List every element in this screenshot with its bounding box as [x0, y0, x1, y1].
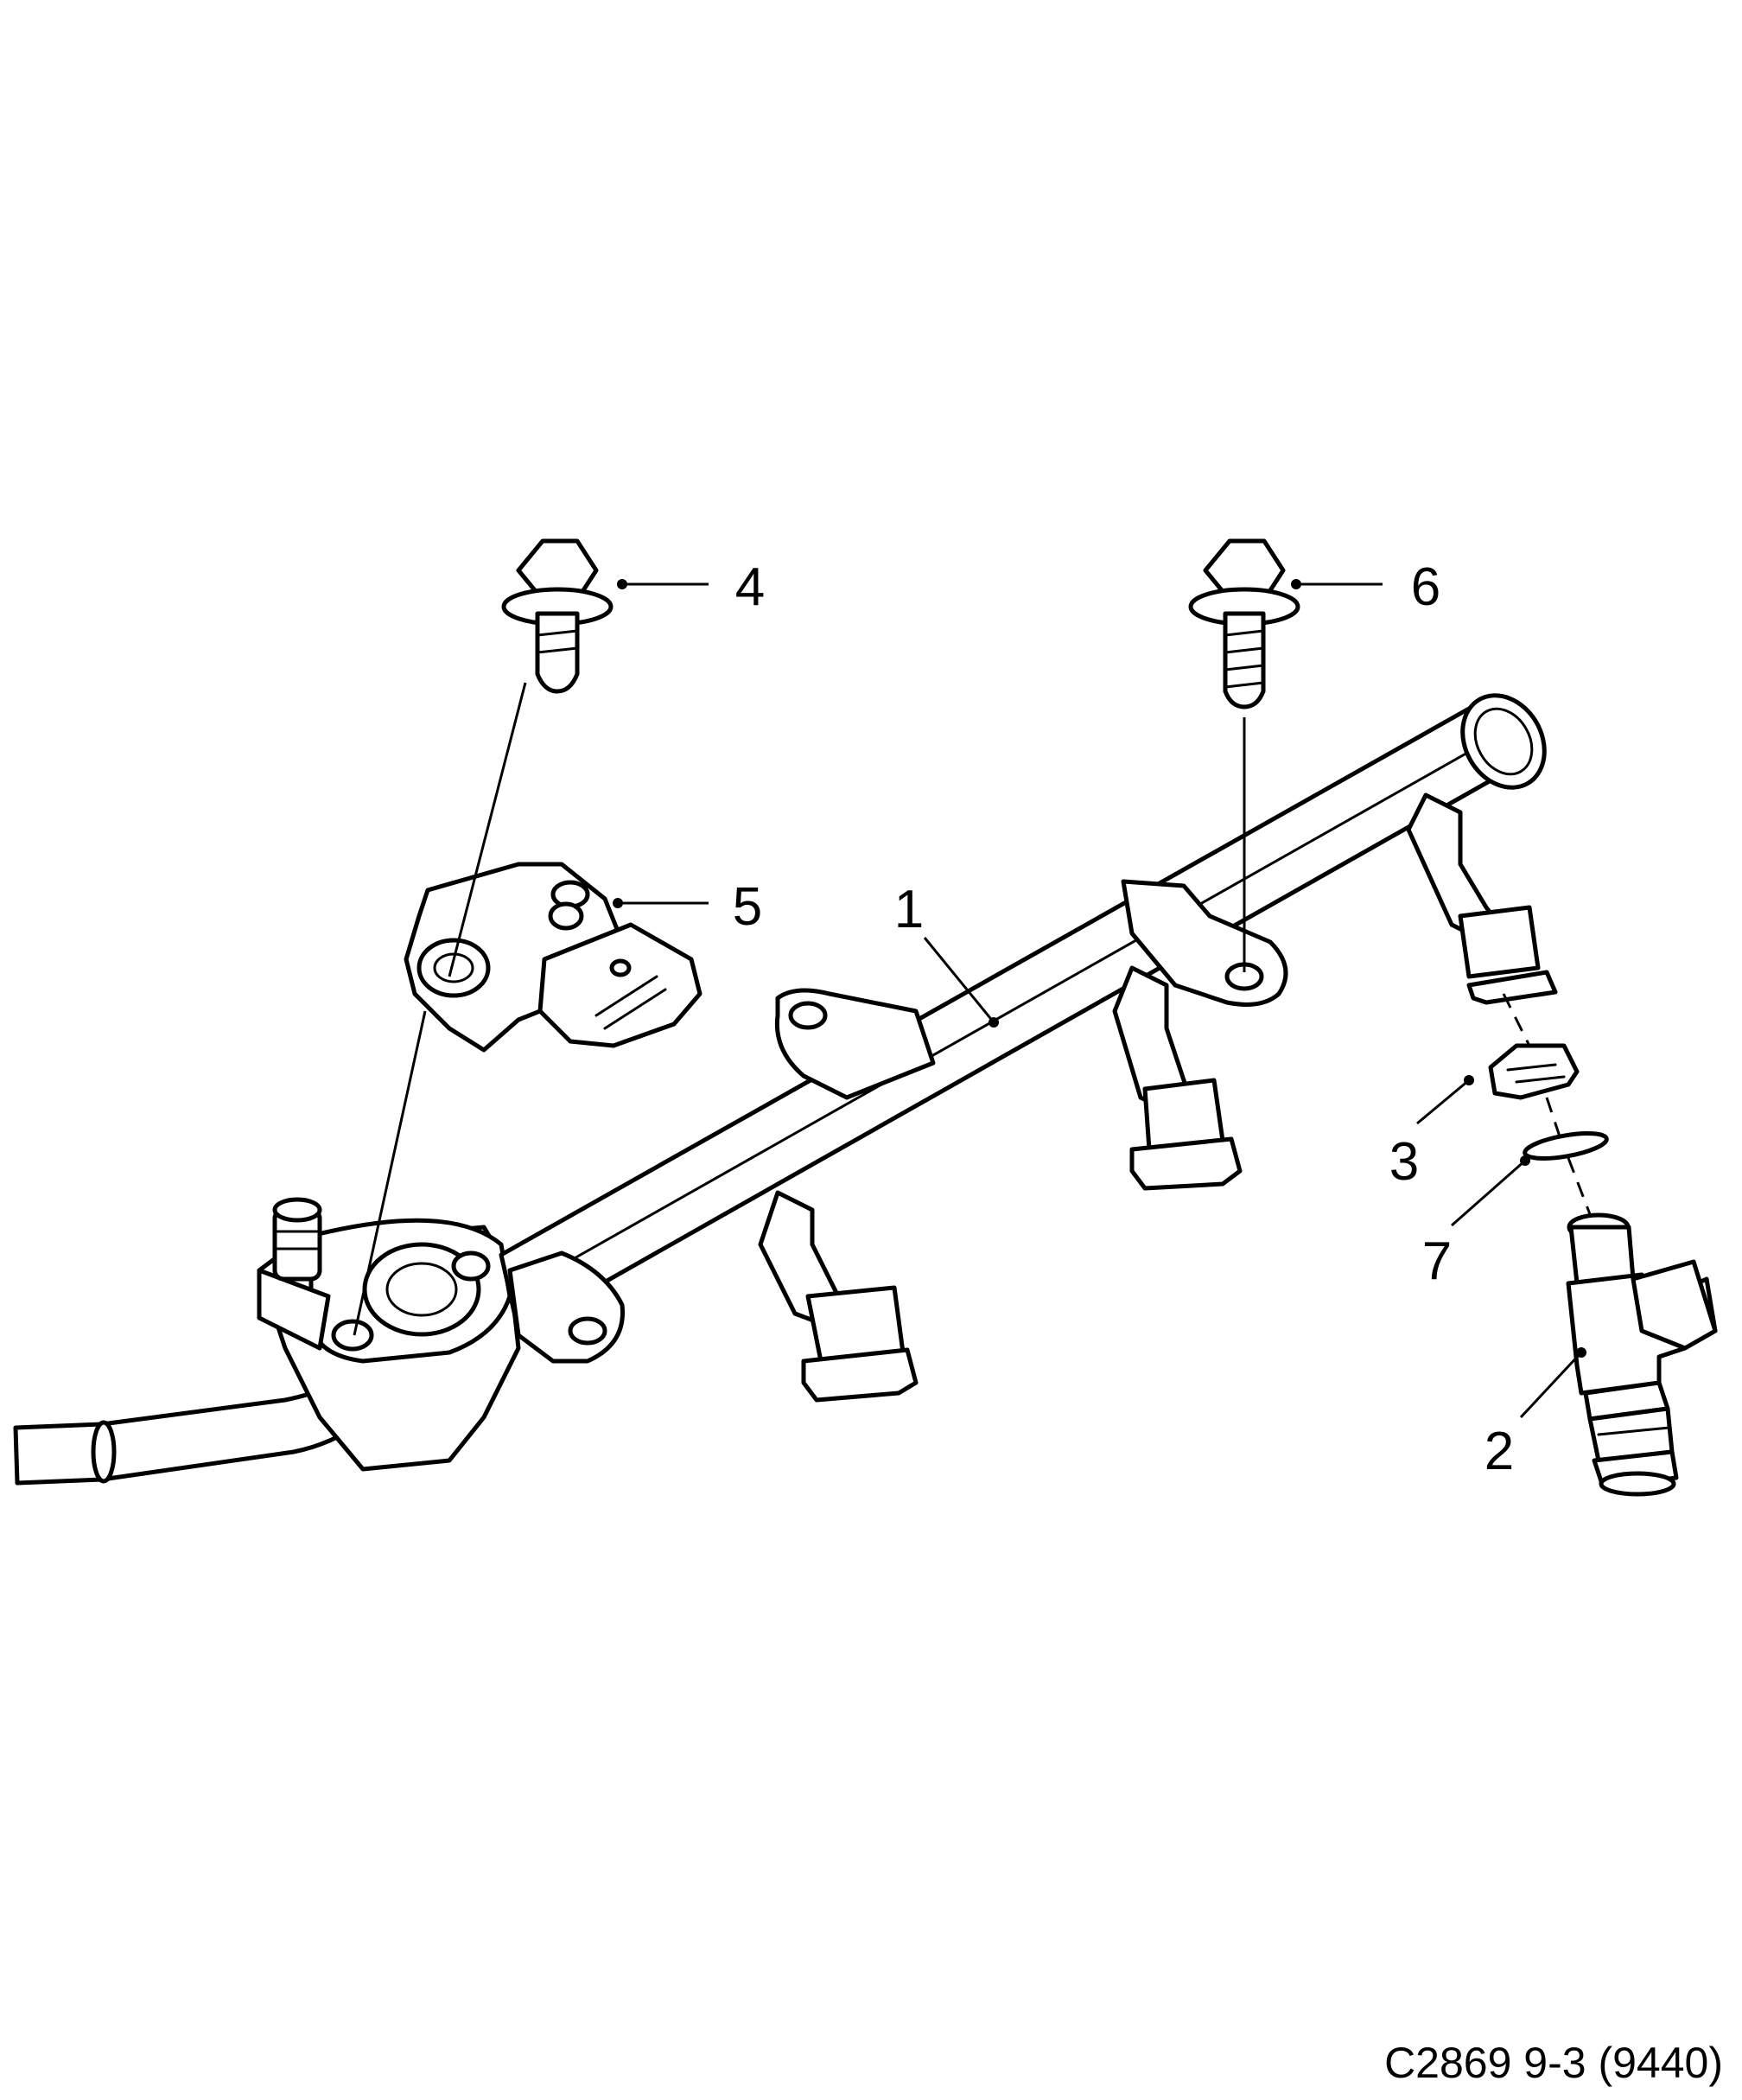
bolt-6: [1188, 538, 1300, 710]
callout-leaders: [613, 579, 1586, 1419]
pressure-sensor: [404, 862, 703, 1053]
callout-4: 4: [735, 557, 765, 617]
callout-3: 3: [1389, 1132, 1419, 1192]
o-ring-7: [1523, 1131, 1609, 1161]
assembly-lines: [353, 682, 1592, 1336]
fuel-injector-2: [1566, 1212, 1718, 1497]
injector-clip-3: [1488, 1043, 1580, 1100]
figure-reference: C2869 9-3 (9440): [1384, 2039, 1723, 2087]
callout-1: 1: [894, 880, 924, 939]
callout-6: 6: [1411, 557, 1440, 617]
callout-7: 7: [1422, 1231, 1452, 1291]
fuel-rail: [13, 693, 1558, 1486]
callout-5: 5: [733, 877, 762, 937]
bolt-4: [501, 538, 614, 694]
callout-2: 2: [1485, 1422, 1514, 1481]
